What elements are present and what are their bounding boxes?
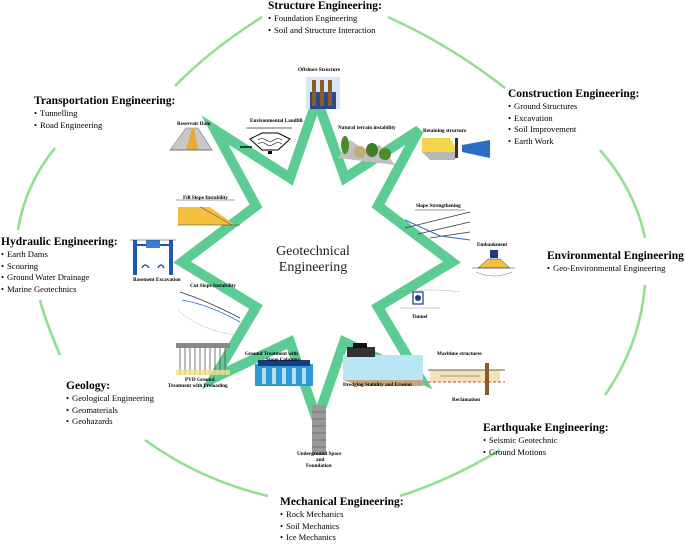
natural-terrain-illustration: [338, 136, 395, 165]
list-item: Tunnelling: [34, 108, 175, 120]
group-earthquake-engineering: Earthquake Engineering: Seismic Geotechn…: [483, 422, 609, 458]
environmental-landfill-illustration: [240, 127, 292, 154]
list-item: Ground Motions: [483, 447, 609, 459]
group-title: Environmental Engineering:: [547, 250, 685, 262]
list-item: Ice Mechanics: [280, 532, 404, 544]
list-item: Seismic Geotechnic: [483, 435, 609, 447]
underground-space-illustration: [312, 405, 326, 455]
group-transportation-engineering: Transportation Engineering: Tunnelling R…: [34, 95, 175, 131]
label-pvd-line1: PVD Ground: [185, 377, 215, 383]
label-terrain: Natural terrain instability: [338, 125, 396, 131]
group-title: Construction Engineering:: [508, 88, 640, 100]
retaining-structure-illustration: [422, 138, 490, 160]
label-stone-line1: Ground Treatment with: [245, 351, 298, 357]
label-tunnel: Tunnel: [412, 314, 428, 320]
label-retaining: Retaining structure: [423, 128, 467, 134]
label-dredging: Dredging Stability and Erosion: [343, 382, 412, 388]
group-geology: Geology: Geological Engineering Geomater…: [66, 380, 154, 428]
group-environmental-engineering: Environmental Engineering: Geo-Environme…: [547, 250, 685, 275]
reservoir-dam-illustration: [169, 127, 213, 151]
ring-arc-top-right: [387, 15, 506, 90]
list-item: Road Engineering: [34, 120, 175, 132]
label-underground-line3: Foundation: [306, 463, 332, 469]
list-item: Geo-Environmental Engineering: [547, 263, 685, 275]
list-item: Geomaterials: [66, 405, 154, 417]
label-fill: Fill Slope Instability: [183, 195, 228, 201]
list-item: Soil Improvement: [508, 124, 639, 136]
ring-arc-left-upper: [16, 147, 57, 231]
group-structure-engineering: Structure Engineering: Foundation Engine…: [268, 0, 382, 36]
group-hydraulic-engineering: Hydraulic Engineering: Earth Dams Scouri…: [1, 236, 118, 295]
list-item: Marine Geotechnics: [1, 284, 118, 296]
pvd-ground-illustration: [176, 343, 230, 375]
group-mechanical-engineering: Mechanical Engineering: Rock Mechanics S…: [280, 496, 404, 544]
list-item: Soil and Structure Interaction: [268, 25, 382, 37]
list-item: Excavation: [508, 113, 639, 125]
list-item: Earth Work: [508, 136, 639, 148]
label-cut: Cut Slope Instability: [190, 283, 236, 289]
slope-strengthening-illustration: [404, 209, 471, 241]
cut-slope-illustration: [177, 291, 241, 336]
ring-arc-right-upper: [599, 149, 647, 239]
label-offshore: Offshore Structure: [298, 67, 341, 73]
ring-arc-top-left: [174, 15, 263, 87]
label-pvd-line2: Treatment with Preloading: [168, 383, 228, 389]
label-dam: Reservoir Dam: [177, 121, 211, 127]
ring-arc-left-lower: [38, 299, 62, 356]
group-title: Mechanical Engineering:: [280, 496, 404, 508]
group-construction-engineering: Construction Engineering: Ground Structu…: [508, 88, 639, 147]
list-item: Earth Dams: [1, 249, 118, 261]
label-underground-line1: Underground Space: [297, 451, 342, 457]
tunnel-illustration: [399, 289, 461, 309]
label-reclamation: Reclamation: [452, 397, 480, 403]
center-title: Geotechnical Engineering: [263, 244, 363, 276]
stone-columns-illustration: [255, 360, 313, 386]
center-title-line2: Engineering: [278, 260, 348, 275]
list-item: Geohazards: [66, 416, 154, 428]
label-basement: Basement Excavation: [133, 277, 181, 283]
label-strengthening: Slope Strengthening: [416, 203, 461, 209]
list-item: Scouring: [1, 261, 118, 273]
list-item: Geological Engineering: [66, 393, 154, 405]
group-title: Structure Engineering:: [268, 0, 382, 12]
offshore-structure-illustration: [306, 77, 340, 109]
basement-excavation-illustration: [130, 239, 176, 275]
group-title: Geology:: [66, 380, 111, 392]
maritime-structures-illustration: [428, 363, 505, 395]
ring-arc-bottom-left: [144, 438, 269, 498]
fill-slope-illustration: [176, 199, 240, 226]
label-stone-line2: Stone Columns: [266, 357, 300, 363]
label-landfill: Environmental Landfill: [250, 118, 303, 124]
embankment-illustration: [472, 250, 515, 277]
group-title: Transportation Engineering:: [34, 95, 176, 107]
center-title-line1: Geotechnical: [276, 244, 350, 259]
list-item: Ground Structures: [508, 101, 639, 113]
group-title: Earthquake Engineering:: [483, 422, 609, 434]
group-title: Hydraulic Engineering:: [1, 236, 118, 248]
dredging-illustration: [343, 343, 423, 386]
list-item: Ground Water Drainage: [1, 272, 118, 284]
label-underground-line2: and: [316, 457, 325, 463]
list-item: Soil Mechanics: [280, 521, 404, 533]
label-maritime: Maritime structures: [437, 351, 482, 357]
list-item: Rock Mechanics: [280, 509, 404, 521]
label-embankment: Embankment: [477, 242, 508, 248]
ring-arc-right-lower: [603, 284, 647, 396]
list-item: Foundation Engineering: [268, 13, 382, 25]
